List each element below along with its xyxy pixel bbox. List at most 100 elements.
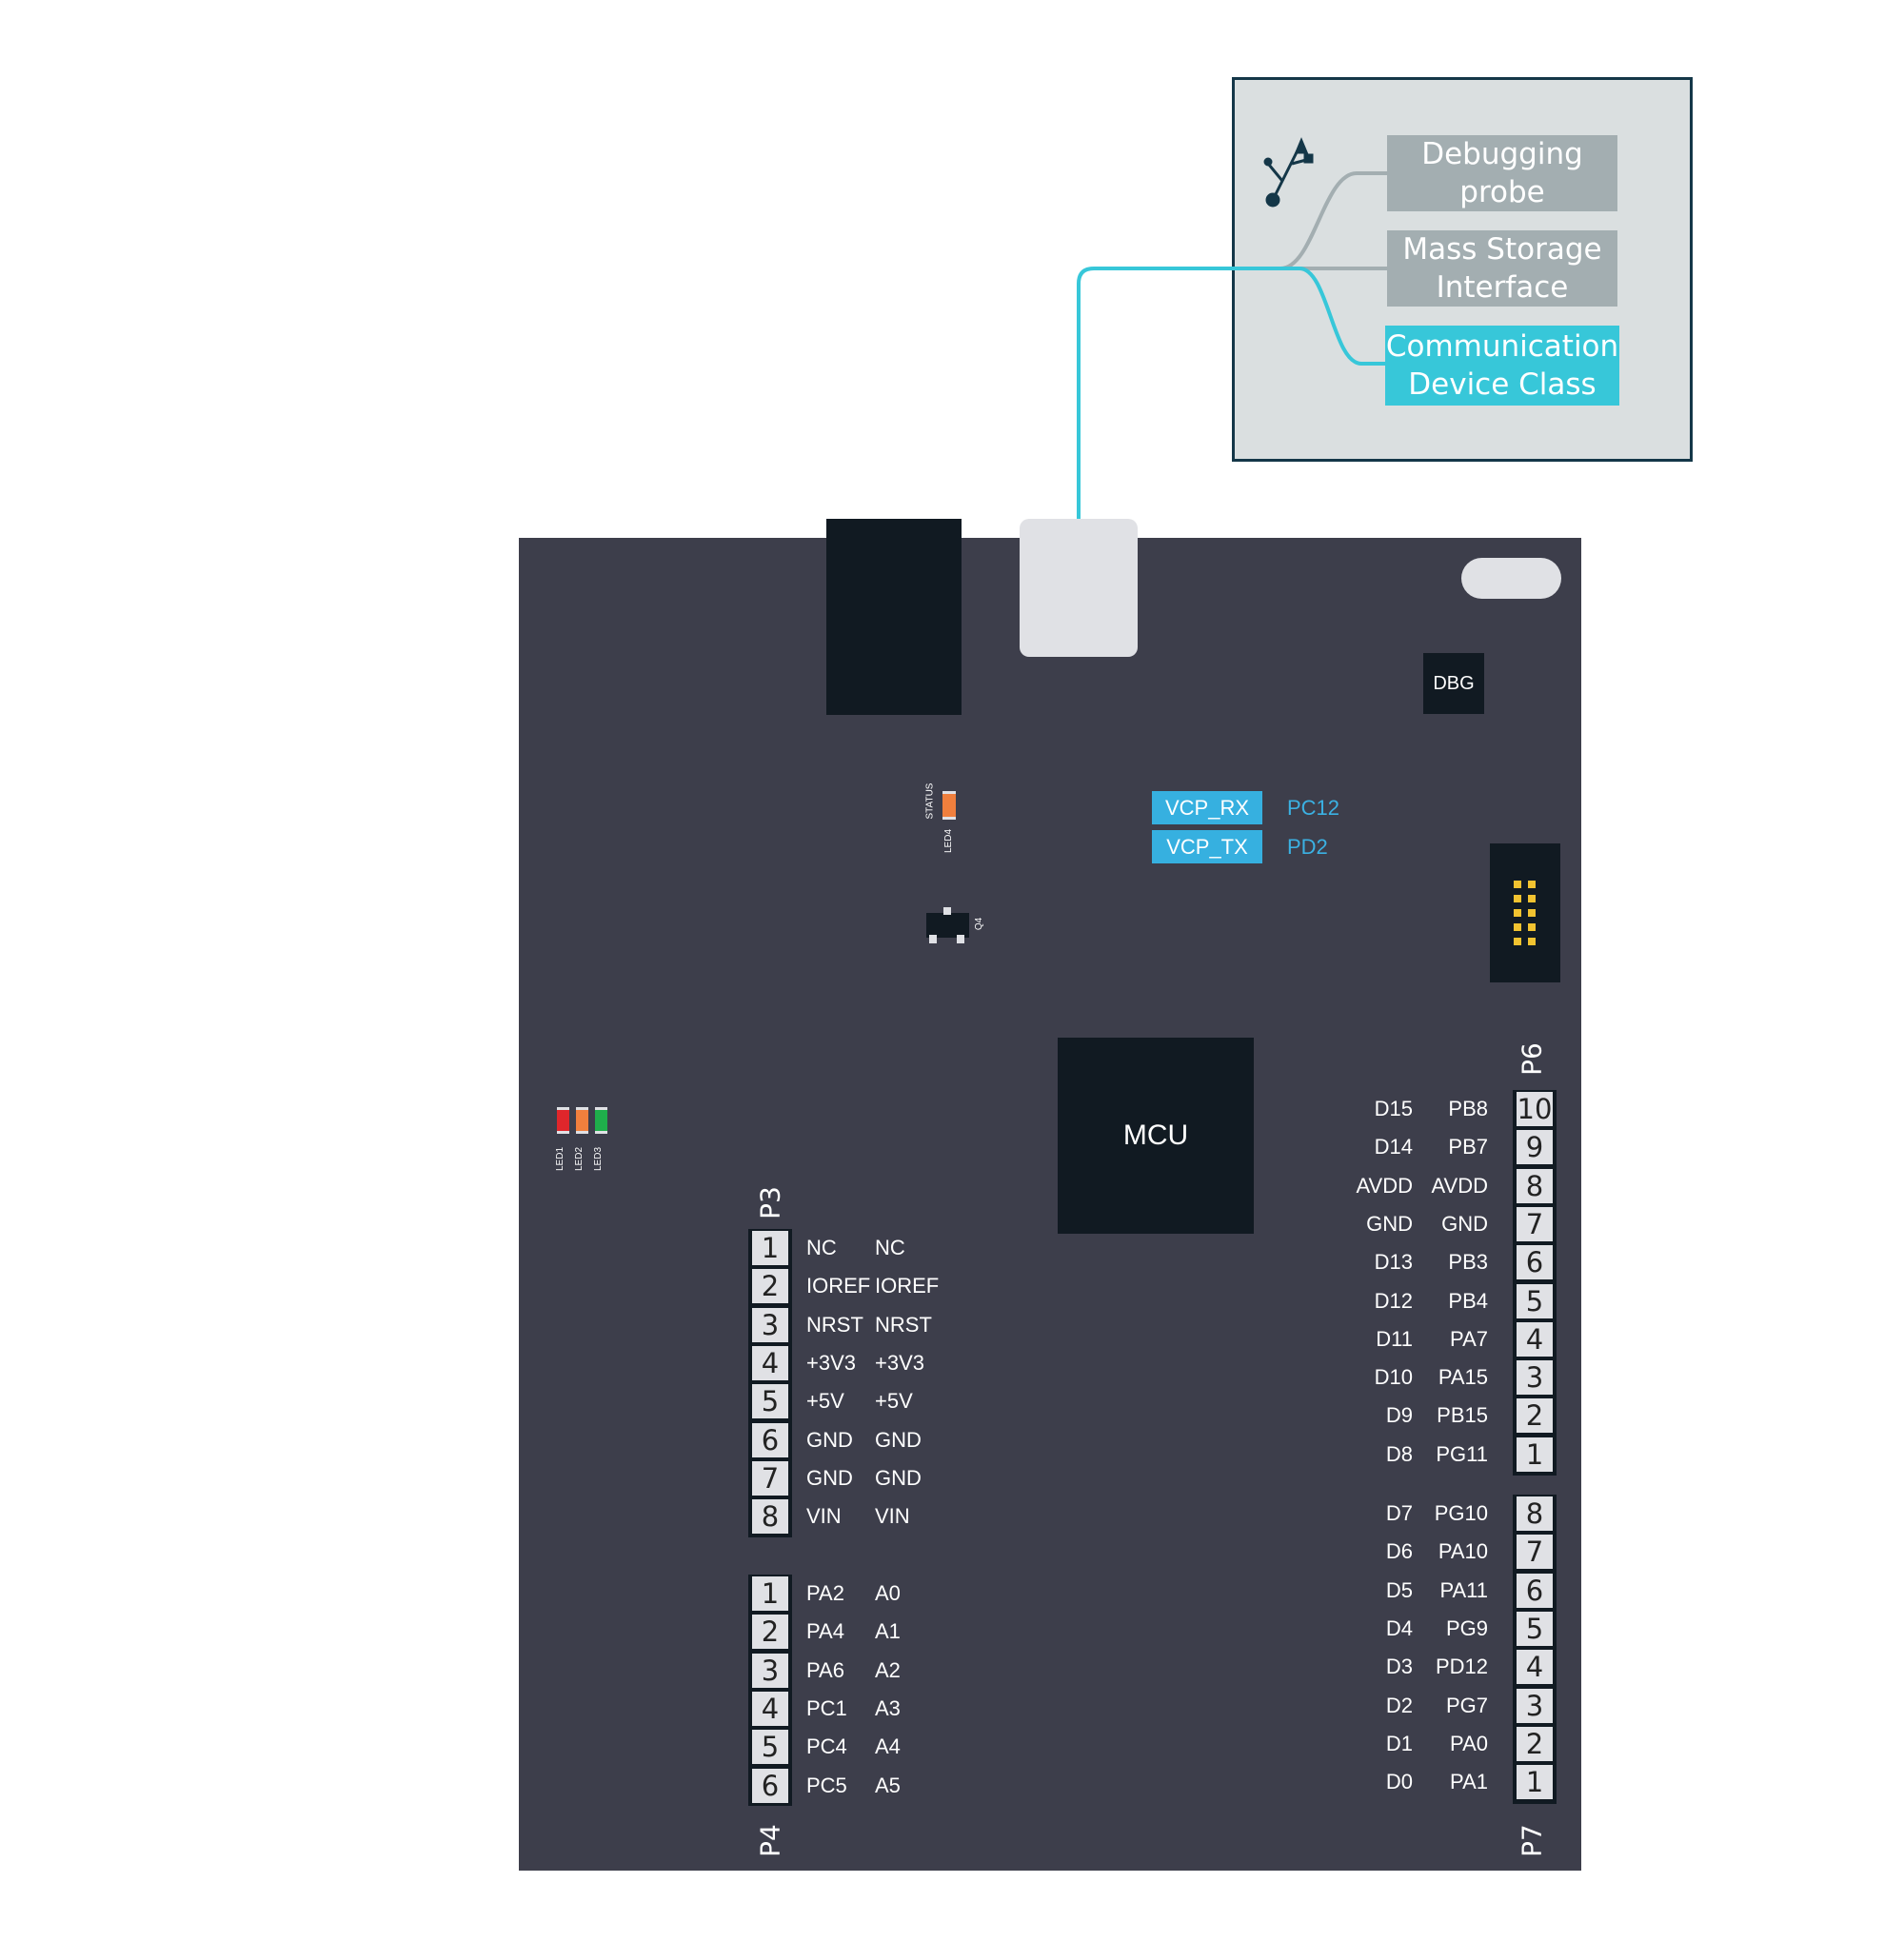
p3-header-label: P3 [754,1186,786,1219]
p7-pin-function: PA10 [1438,1539,1488,1564]
swd-pin [1528,938,1536,945]
p3-pin-number: 8 [752,1499,788,1535]
p7-pin-number: 6 [1517,1573,1553,1608]
p4-pin-number: 3 [752,1653,788,1688]
p6-pin-function: GND [1441,1211,1488,1236]
p4-pin-function: A1 [875,1619,901,1644]
p6-pin-function: PB15 [1437,1403,1488,1428]
p4-pin-function: A2 [875,1657,901,1682]
usb-connector[interactable] [1020,519,1138,657]
q4-pad [929,935,937,943]
swd-pin [1514,895,1521,902]
swd-pin [1528,909,1536,917]
p6-pin-label: D13 [1374,1250,1413,1275]
p4-pin-number: 2 [752,1615,788,1650]
q4-pad [943,907,951,915]
trace-cdc [1077,267,1388,519]
p6-pin-number: 9 [1517,1130,1553,1165]
p7-pin-function: PG10 [1434,1501,1488,1525]
menu-item-label: probe [1459,175,1545,209]
p7-pin-label: D3 [1385,1655,1413,1679]
p3-pin-function: NRST [875,1312,932,1337]
swd-pin [1528,923,1536,931]
p3-pin-number: 5 [752,1384,788,1419]
p7-pin-label: D0 [1385,1770,1413,1794]
p7-pin-function: PA1 [1450,1770,1488,1794]
vcp-rx-pin: PC12 [1287,796,1340,820]
led1 [557,1107,569,1134]
menu-item-communication-device-class[interactable]: Communication Device Class [1385,326,1619,406]
p6-pin-function: PB3 [1448,1250,1488,1275]
p4-pin-function: A5 [875,1773,901,1797]
usb-icon [1263,137,1314,208]
status-label: STATUS [924,783,936,820]
p4-pin-label: PA4 [806,1619,844,1644]
p7-pin-function: PD12 [1435,1655,1488,1679]
p6-pin-label: D14 [1374,1135,1413,1159]
p4-pin-label: PC1 [806,1695,847,1720]
p7-pin-number: 7 [1517,1535,1553,1570]
p3-pin-function: GND [875,1465,922,1490]
p6-pin-label: AVDD [1356,1173,1414,1198]
menu-item-debugging-probe[interactable]: Debugging probe [1387,135,1617,211]
p3-pin-label: +5V [806,1389,844,1414]
reset-button[interactable] [1461,558,1561,599]
p6-pin-number: 3 [1517,1360,1553,1396]
dbg-chip: DBG [1423,653,1484,714]
menu-item-label: Mass Storage [1402,232,1602,267]
p7-pin-label: D7 [1385,1501,1413,1525]
swd-pin [1514,881,1521,888]
status-led [942,791,956,820]
p3-pin-number: 2 [752,1269,788,1304]
p6-pin-number: 4 [1517,1321,1553,1357]
p3-pin-label: NRST [806,1312,863,1337]
q4-pad [957,935,964,943]
p4-header [748,1575,792,1806]
p7-pin-function: PG9 [1445,1615,1488,1640]
p3-pin-label: GND [806,1427,853,1452]
led1-label: LED1 [555,1146,566,1172]
p3-pin-number: 3 [752,1307,788,1342]
power-jack [826,519,962,715]
p4-pin-label: PA6 [806,1657,844,1682]
led2-label: LED2 [574,1146,585,1172]
p3-pin-function: VIN [875,1504,910,1529]
p6-pin-label: D11 [1376,1326,1413,1351]
p3-pin-function: +3V3 [875,1350,924,1375]
p4-pin-label: PC5 [806,1773,847,1797]
led2 [576,1107,588,1134]
p4-pin-number: 5 [752,1730,788,1765]
p7-pin-function: PA0 [1450,1731,1488,1755]
p7-header-label: P7 [1516,1824,1548,1857]
p4-pin-number: 1 [752,1576,788,1611]
vcp-tx-pin: PD2 [1287,835,1328,859]
p6-pin-label: GND [1366,1211,1413,1236]
p6-pin-function: PA7 [1450,1326,1488,1351]
p3-pin-number: 7 [752,1460,788,1496]
p6-pin-number: 6 [1517,1245,1553,1280]
board [519,538,1581,1871]
p3-pin-label: +3V3 [806,1350,856,1375]
p7-pin-label: D2 [1385,1693,1413,1717]
p6-pin-number: 2 [1517,1398,1553,1434]
menu-item-label: Debugging [1421,137,1583,171]
q4-label: Q4 [974,917,985,931]
led3 [595,1107,607,1134]
p4-pin-label: PA2 [806,1581,844,1605]
p3-pin-number: 1 [752,1231,788,1265]
p6-pin-number: 1 [1517,1437,1553,1472]
menu-item-mass-storage[interactable]: Mass Storage Interface [1387,230,1617,307]
p6-pin-label: D9 [1385,1403,1413,1428]
p6-pin-function: AVDD [1431,1173,1489,1198]
p4-pin-function: A0 [875,1581,901,1605]
p6-pin-function: PG11 [1436,1441,1488,1466]
p6-pin-function: PB4 [1448,1288,1488,1313]
led3-label: LED3 [593,1146,605,1172]
swd-pin [1514,938,1521,945]
vcp-rx-badge: VCP_RX [1152,791,1262,824]
p3-pin-function: IOREF [875,1274,940,1298]
p7-pin-number: 8 [1517,1496,1553,1531]
p4-pin-function: A4 [875,1734,901,1759]
p4-pin-number: 4 [752,1691,788,1726]
p4-pin-label: PC4 [806,1734,847,1759]
